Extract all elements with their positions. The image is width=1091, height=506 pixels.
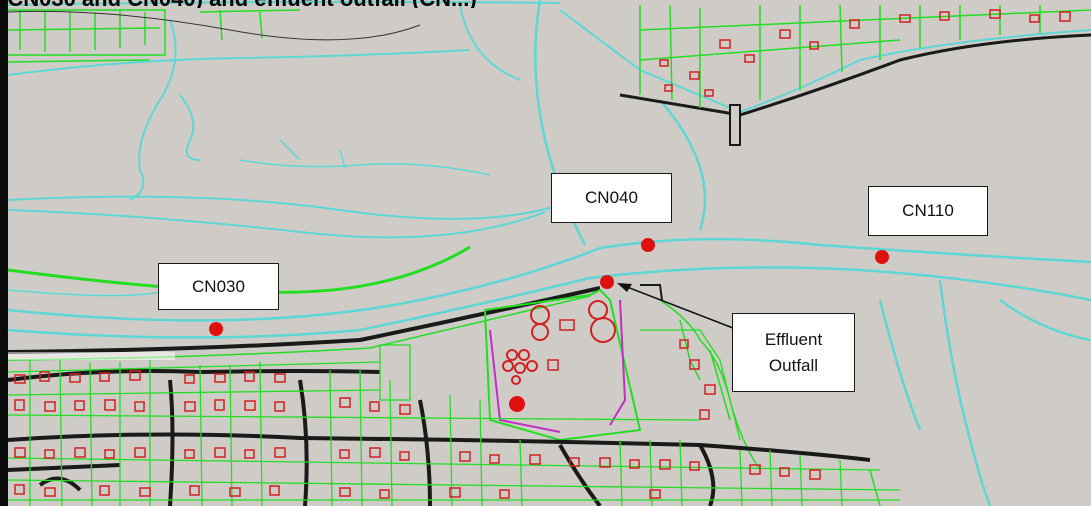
figure-caption: (CN030 and CN040) and effluent outfall (… <box>0 0 1091 8</box>
left-border <box>0 0 8 506</box>
top-right-town <box>559 4 1091 146</box>
top-left-streams <box>7 0 561 201</box>
treatment-works-point <box>509 396 525 412</box>
label-cn110: CN110 <box>868 186 988 236</box>
outfall-leader-arrow <box>617 283 734 329</box>
label-cn030-text: CN030 <box>192 276 245 296</box>
label-cn040: CN040 <box>551 173 672 223</box>
label-cn110-text: CN110 <box>902 201 954 220</box>
label-effluent-line2: Outfall <box>768 355 819 375</box>
sample-point-cn030 <box>209 322 223 336</box>
top-left-parcels <box>7 9 301 63</box>
sample-point-cn040 <box>641 238 655 252</box>
sample-point-cn110 <box>875 250 889 264</box>
sample-point-outfall <box>600 275 614 289</box>
label-effluent-outfall: Effluent Outfall <box>732 313 855 392</box>
river-banks <box>7 0 1091 506</box>
label-cn040-text: CN040 <box>585 188 638 207</box>
mid-left-channels <box>7 139 561 297</box>
top-dark-line <box>7 10 421 41</box>
label-cn030: CN030 <box>158 263 279 310</box>
label-effluent-line1: Effluent <box>764 329 823 349</box>
south-town <box>7 329 901 506</box>
treatment-works <box>483 284 663 442</box>
